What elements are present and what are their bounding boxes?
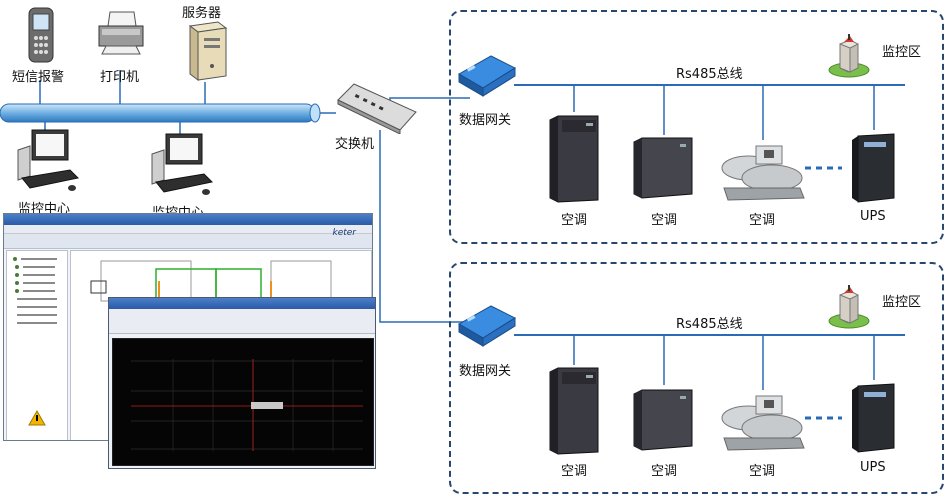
link-switch-zone2 xyxy=(379,130,450,323)
zone2-ac-unit-2-icon xyxy=(633,389,693,451)
zone1-device-label-4: UPS xyxy=(860,209,886,224)
zone2-device-label-3: 空调 xyxy=(749,464,776,479)
zone1-device-label-2: 空调 xyxy=(651,213,678,228)
software-brand-label: keter xyxy=(332,228,356,238)
monitor-zone-2 xyxy=(449,262,944,494)
monitor-area-building-icon-1 xyxy=(828,34,870,78)
zone1-device-label-3: 空调 xyxy=(749,213,776,228)
zone2-device-label-1: 空调 xyxy=(561,464,588,479)
zone2-device-label-2: 空调 xyxy=(651,464,678,479)
sms-alarm-label: 短信报警 xyxy=(12,70,65,85)
desktop-computer-icon-1 xyxy=(17,129,80,191)
zone1-device-label-1: 空调 xyxy=(561,213,588,228)
temperature-chart-popup xyxy=(108,297,376,469)
monitor-area-building-icon-2 xyxy=(828,285,870,329)
zone1-ac-unit-2-icon xyxy=(633,137,693,199)
mobile-phone-icon xyxy=(28,7,54,63)
server-tower-icon xyxy=(188,21,228,81)
monitor-zone-1 xyxy=(449,10,944,244)
printer-label: 打印机 xyxy=(100,70,140,85)
printer-icon xyxy=(98,11,144,55)
zone2-ac-unit-1-icon xyxy=(549,367,599,455)
zone1-area-label: 监控区 xyxy=(882,45,922,60)
link-switch-zone1 xyxy=(389,97,450,100)
zone2-device-label-4: UPS xyxy=(860,460,886,475)
zone1-ac-unit-1-icon xyxy=(549,115,599,203)
network-switch-icon xyxy=(337,83,417,134)
switch-label: 交换机 xyxy=(335,137,375,152)
zone2-bus-label: Rs485总线 xyxy=(676,317,743,332)
zone1-chiller-unit-icon xyxy=(721,145,805,201)
trend-plot-area xyxy=(112,338,374,466)
device-tree-panel xyxy=(6,250,68,440)
desktop-computer-icon-2 xyxy=(151,133,214,195)
lan-pipe xyxy=(0,103,316,123)
zone2-chiller-unit-icon xyxy=(721,395,805,451)
data-gateway-icon-1 xyxy=(457,55,517,97)
data-gateway-icon-2 xyxy=(457,305,517,347)
zone1-bus-label: Rs485总线 xyxy=(676,67,743,82)
zone1-ups-icon xyxy=(852,133,895,203)
zone2-area-label: 监控区 xyxy=(882,295,922,310)
zone2-ups-icon xyxy=(852,383,895,453)
zone2-gateway-label: 数据网关 xyxy=(459,364,512,379)
server-label: 服务器 xyxy=(182,6,222,21)
zone1-gateway-label: 数据网关 xyxy=(459,113,512,128)
